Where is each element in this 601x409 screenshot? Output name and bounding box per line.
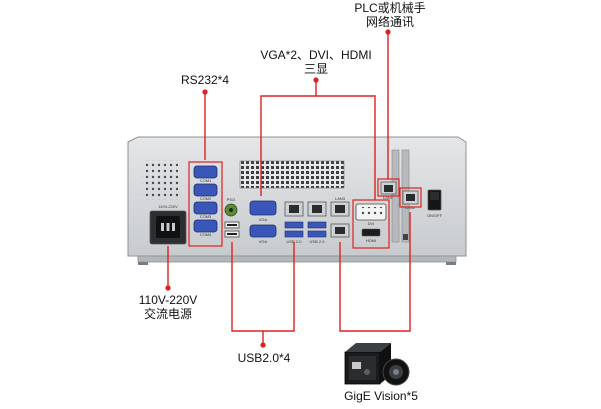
gige-label: GigE Vision*5 [344,389,418,403]
power-label-line1: 110V-220V [138,293,198,307]
vga-a-label: VGA [259,217,268,222]
lan-usb-column-a: USB 2.0 [284,201,304,244]
power-switch: ON/OFF [427,189,443,218]
com-port [193,201,218,215]
vga-port-1: VGA [249,200,277,222]
display-dot [313,77,319,83]
vga-b-label: VGA [259,239,268,244]
display-label-line2: 三显 [303,62,328,76]
dvi-label: DVI [368,221,375,226]
com1-label: COM1 [200,178,212,183]
rs232-dot [202,89,208,95]
usb-dot [260,342,266,348]
com-port [193,219,218,233]
power-label-line2: 交流电源 [143,307,192,321]
callout-dots [165,29,391,348]
usb-b-label: USB 2.0 [310,239,326,244]
display-label-line1: VGA*2、DVI、HDMI [260,48,372,62]
callout-lines [167,32,422,345]
display-callout-bracket [260,95,376,200]
gige-camera [344,343,410,386]
plc-dot [385,29,391,35]
com3-label: COM3 [200,214,212,219]
usb-pair-1 [224,221,240,238]
lan1-label: LAN1 [383,195,394,200]
power-inlet: 110V-220V [149,204,187,245]
lan-column-c: LAN3 [330,196,350,238]
com2-label: COM2 [200,196,212,201]
lan-usb-column-b: USB 2.0 [307,201,327,244]
vga-port-2: VGA [249,224,277,244]
dvi-hdmi-highlight [352,199,390,249]
hdmi-label: HDMI [366,238,376,243]
com-port-stack: COM1 COM2 COM3 COM4 [193,165,218,237]
com-port [193,183,218,197]
lan3-label: LAN3 [335,196,346,201]
power-dot [165,285,171,291]
plc-lan-ports: LAN1 LAN2 [380,181,419,210]
rs232-label: RS232*4 [180,73,230,87]
ps2-label: PS/2 [227,197,236,202]
usb-label: USB2.0*4 [237,351,291,365]
gige-callout [339,212,411,332]
plc-label-line1: PLC或机械手 [354,1,426,15]
rs232-highlight [188,161,223,247]
fan-holes [142,160,178,200]
onoff-label: ON/OFF [427,213,443,218]
ps2-port: PS/2 [224,197,238,217]
vent-grill [239,160,345,189]
usb-a-label: USB 2.0 [287,239,303,244]
plc-label-line2: 网络通讯 [365,15,414,29]
com4-label: COM4 [200,232,212,237]
com-port [193,165,218,179]
plc-lan2-highlight [399,187,422,208]
plc-lan1-highlight [377,178,400,197]
dvi-hdmi-block: DVI HDMI [355,203,387,243]
voltage-label: 110V-220V [158,204,178,209]
